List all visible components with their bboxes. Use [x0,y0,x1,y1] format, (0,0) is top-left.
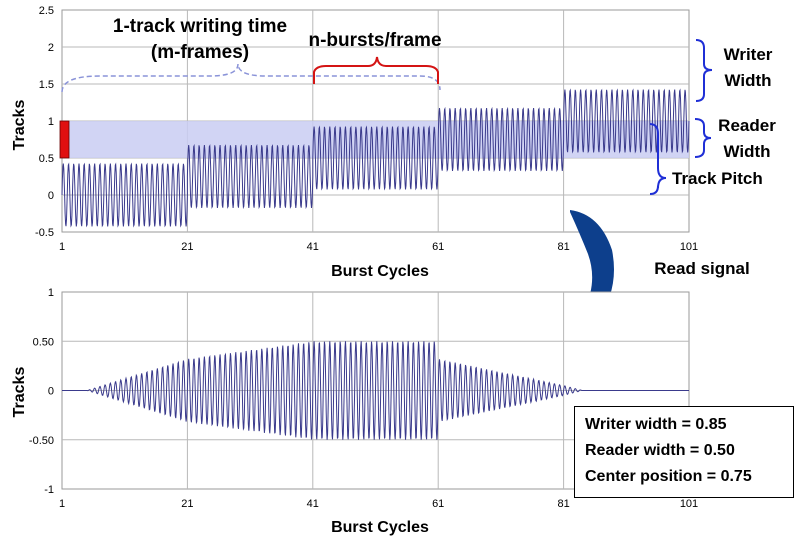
x-tick-label: 101 [680,498,698,510]
x-tick-label: 1 [59,498,65,510]
y-tick-label: 2.5 [39,5,54,17]
x-tick-label: 61 [432,241,444,253]
top-x-tick-labels: 1 21 41 61 81 101 [59,241,698,253]
writer-width-annotation: Writer Width [695,39,773,102]
y-tick-label: 1.5 [39,79,54,91]
x-tick-label: 81 [557,241,569,253]
bursts-per-frame-annotation: n-bursts/frame [308,30,442,84]
writing-time-dashed-brace [61,63,441,93]
reader-position-marker [59,120,70,159]
bottom-y-tick-labels: -1 -0.50 0 0.50 1 [29,287,54,496]
writer-width-label-2: Width [724,71,771,90]
writing-time-label-2: (m-frames) [151,42,249,63]
bottom-x-axis-label: Burst Cycles [331,519,429,536]
writing-time-annotation: 1-track writing time (m-frames) [61,16,441,93]
reader-width-value: Reader width = 0.50 [585,442,735,459]
top-y-tick-labels: -0.5 0 0.5 1 1.5 2 2.5 [35,5,54,239]
x-tick-label: 1 [59,241,65,253]
read-burst-signal [62,341,689,440]
y-tick-label: 0.50 [33,336,54,348]
y-tick-label: 0.5 [39,153,54,165]
center-position-value: Center position = 0.75 [585,468,752,485]
track-pitch-label: Track Pitch [672,169,763,188]
x-tick-label: 41 [307,241,319,253]
writer-burst-signal [61,88,690,228]
bursts-per-frame-label: n-bursts/frame [308,30,441,51]
track-pitch-brace [649,123,667,195]
y-tick-label: 0 [48,386,54,398]
top-y-axis-label: Tracks [11,100,28,151]
y-tick-label: -0.50 [29,435,54,447]
y-tick-label: -1 [44,484,54,496]
reader-width-label-1: Reader [718,116,776,135]
read-signal-label: Read signal [654,259,749,278]
x-tick-label: 61 [432,498,444,510]
reader-width-label-2: Width [723,142,770,161]
x-tick-label: 101 [680,241,698,253]
bursts-per-frame-bracket [313,56,439,84]
y-tick-label: 0 [48,190,54,202]
writing-time-label-1: 1-track writing time [113,16,287,37]
x-tick-label: 81 [557,498,569,510]
writer-width-brace [695,39,713,102]
bottom-x-tick-labels: 1 21 41 61 81 101 [59,498,698,510]
bottom-y-axis-label: Tracks [11,367,28,418]
parameter-info-box: Writer width = 0.85 Reader width = 0.50 … [574,406,794,498]
writer-width-value: Writer width = 0.85 [585,416,727,433]
reader-width-brace [694,118,712,158]
y-tick-label: 1 [48,287,54,299]
writer-width-label-1: Writer [724,45,773,64]
y-tick-label: 1 [48,116,54,128]
x-tick-label: 21 [181,241,193,253]
x-tick-label: 21 [181,498,193,510]
track-pitch-annotation: Track Pitch [649,123,763,195]
x-tick-label: 41 [307,498,319,510]
writer-track-plot: 1 21 41 61 81 101 -0.5 0 0.5 1 1.5 2 2.5 Burst Cycl… [11,5,698,280]
y-tick-label: -0.5 [35,227,54,239]
reader-width-annotation: Reader Width [694,116,776,161]
top-x-axis-label: Burst Cycles [331,263,429,280]
y-tick-label: 2 [48,42,54,54]
